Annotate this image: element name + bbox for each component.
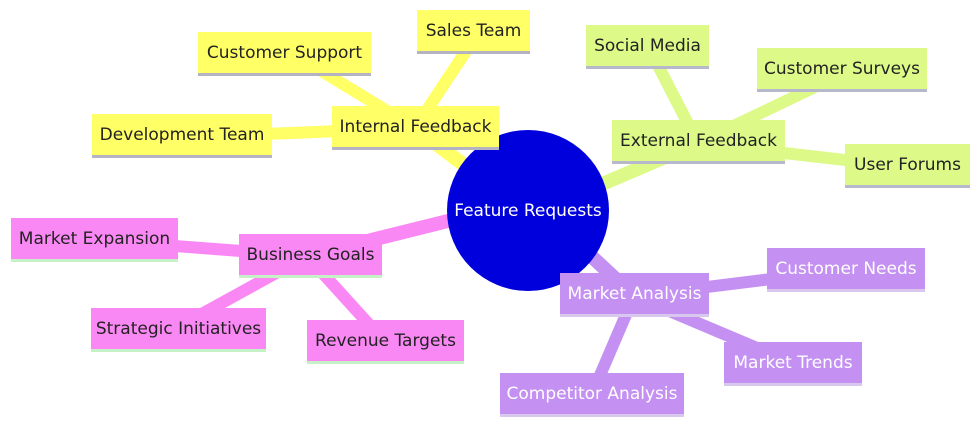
node-label: Customer Surveys	[764, 58, 920, 79]
node-development-team[interactable]: Development Team	[92, 114, 272, 158]
node-label: Revenue Targets	[315, 330, 456, 351]
node-strategic-initiatives[interactable]: Strategic Initiatives	[91, 308, 266, 352]
node-market-analysis[interactable]: Market Analysis	[560, 273, 709, 317]
node-label: Internal Feedback	[339, 116, 492, 137]
central-node-label: Feature Requests	[454, 200, 602, 221]
node-label: Development Team	[99, 124, 265, 145]
node-external-feedback[interactable]: External Feedback	[612, 120, 785, 164]
node-market-trends[interactable]: Market Trends	[724, 342, 862, 386]
node-label: Business Goals	[246, 244, 375, 265]
node-competitor-analysis[interactable]: Competitor Analysis	[500, 373, 684, 417]
node-label: Social Media	[594, 35, 701, 56]
node-label: Customer Needs	[775, 258, 917, 279]
node-internal-feedback[interactable]: Internal Feedback	[332, 106, 499, 150]
node-label: Market Expansion	[18, 228, 171, 249]
node-label: User Forums	[854, 154, 961, 175]
node-label: Strategic Initiatives	[95, 318, 262, 339]
node-label: Market Trends	[733, 352, 853, 373]
node-market-expansion[interactable]: Market Expansion	[11, 218, 178, 262]
node-label: External Feedback	[620, 130, 777, 151]
node-label: Sales Team	[425, 20, 522, 41]
node-label: Customer Support	[206, 42, 363, 63]
node-customer-support[interactable]: Customer Support	[198, 32, 371, 76]
node-label: Competitor Analysis	[506, 383, 678, 404]
node-customer-needs[interactable]: Customer Needs	[767, 248, 925, 292]
central-node[interactable]: Feature Requests	[447, 130, 609, 291]
node-sales-team[interactable]: Sales Team	[417, 10, 530, 54]
node-label: Market Analysis	[567, 283, 702, 304]
node-revenue-targets[interactable]: Revenue Targets	[307, 320, 464, 364]
node-customer-surveys[interactable]: Customer Surveys	[757, 48, 927, 92]
node-social-media[interactable]: Social Media	[586, 25, 709, 69]
node-user-forums[interactable]: User Forums	[845, 144, 970, 188]
node-business-goals[interactable]: Business Goals	[239, 234, 382, 278]
